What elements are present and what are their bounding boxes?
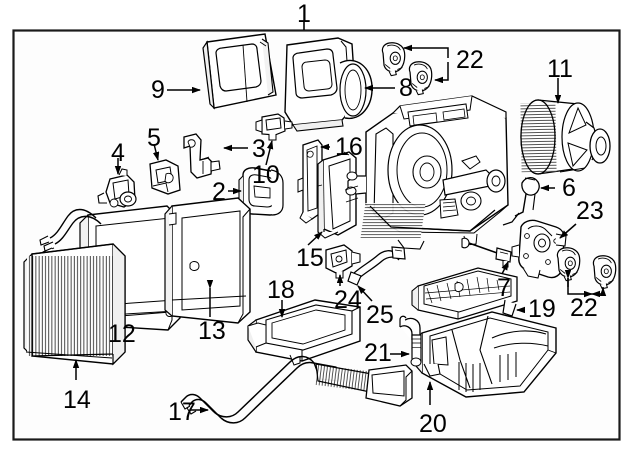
callout-label-21: 21	[364, 339, 392, 367]
callout-label-25: 25	[366, 301, 394, 329]
part-blower-scroll-housing	[284, 37, 373, 132]
part-expansion-valve	[97, 168, 137, 208]
part-blower-motor-fan	[520, 99, 611, 175]
part-air-filter-tray	[411, 267, 518, 320]
callout-label-24: 24	[334, 286, 362, 314]
callout-label-5: 5	[147, 124, 161, 152]
callout-label-12: 12	[108, 320, 136, 348]
part-servo-actuator-unit	[511, 219, 567, 279]
callout-label-11: 11	[547, 55, 573, 83]
callout-label-23: 23	[576, 197, 604, 225]
callout-label-3: 3	[252, 135, 266, 163]
part-drain-hose-elbow	[399, 315, 422, 367]
callout-label-22-upper: 22	[456, 46, 484, 74]
part-link-rod-lever	[502, 176, 540, 226]
part-bracket-clip	[183, 133, 221, 179]
part-cabin-air-filter	[23, 243, 126, 366]
callout-label-9: 9	[151, 76, 165, 104]
callout-label-14: 14	[63, 386, 91, 414]
part-side-bracket	[297, 139, 323, 224]
callout-label-1: 1	[297, 0, 311, 28]
part-main-hvac-case	[344, 95, 509, 250]
callout-label-2: 2	[212, 178, 226, 206]
part-lower-case-half	[415, 311, 557, 398]
callout-label-22-lower: 22	[570, 294, 598, 322]
callout-label-8: 8	[399, 74, 413, 102]
callout-label-6: 6	[562, 174, 576, 202]
callout-label-13: 13	[198, 317, 226, 345]
part-resistor-module	[255, 113, 293, 141]
callout-label-7: 7	[497, 274, 511, 302]
part-upper-access-panel	[202, 33, 277, 110]
callout-label-4: 4	[111, 139, 125, 167]
callout-label-10: 10	[252, 161, 280, 189]
callout-label-16: 16	[335, 133, 363, 161]
part-evaporator-case-half	[164, 197, 251, 324]
part-heater-pipe-assembly	[180, 355, 413, 424]
callout-label-19: 19	[528, 295, 556, 323]
callout-label-15: 15	[296, 244, 324, 272]
part-pressure-switch	[325, 244, 361, 279]
callout-label-17: 17	[168, 398, 196, 426]
callout-label-18: 18	[267, 276, 295, 304]
part-control-module-panel	[317, 151, 357, 239]
part-wiring-harness-jumper	[347, 246, 406, 286]
callout-label-20: 20	[419, 410, 447, 438]
part-small-access-cover	[149, 159, 181, 195]
